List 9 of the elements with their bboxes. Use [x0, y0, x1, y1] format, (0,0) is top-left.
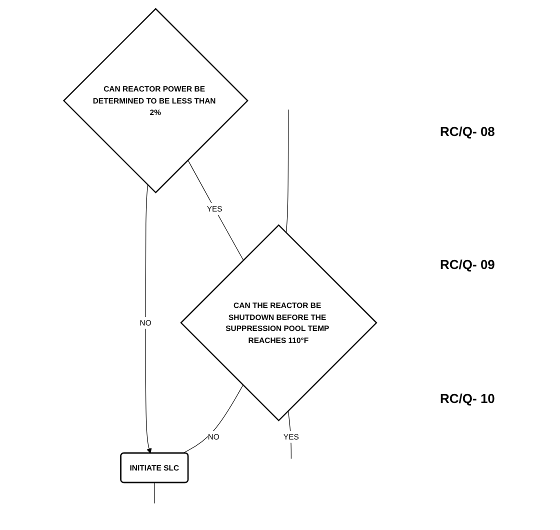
arrow [145, 184, 152, 454]
connector [182, 384, 244, 454]
connector [286, 109, 288, 234]
connector [288, 410, 292, 460]
step-code: RC/Q- 10 [440, 390, 495, 406]
connector [154, 482, 155, 504]
step-code: RC/Q- 08 [440, 124, 495, 140]
step-code: RC/Q- 09 [440, 257, 495, 272]
connector [188, 160, 244, 260]
